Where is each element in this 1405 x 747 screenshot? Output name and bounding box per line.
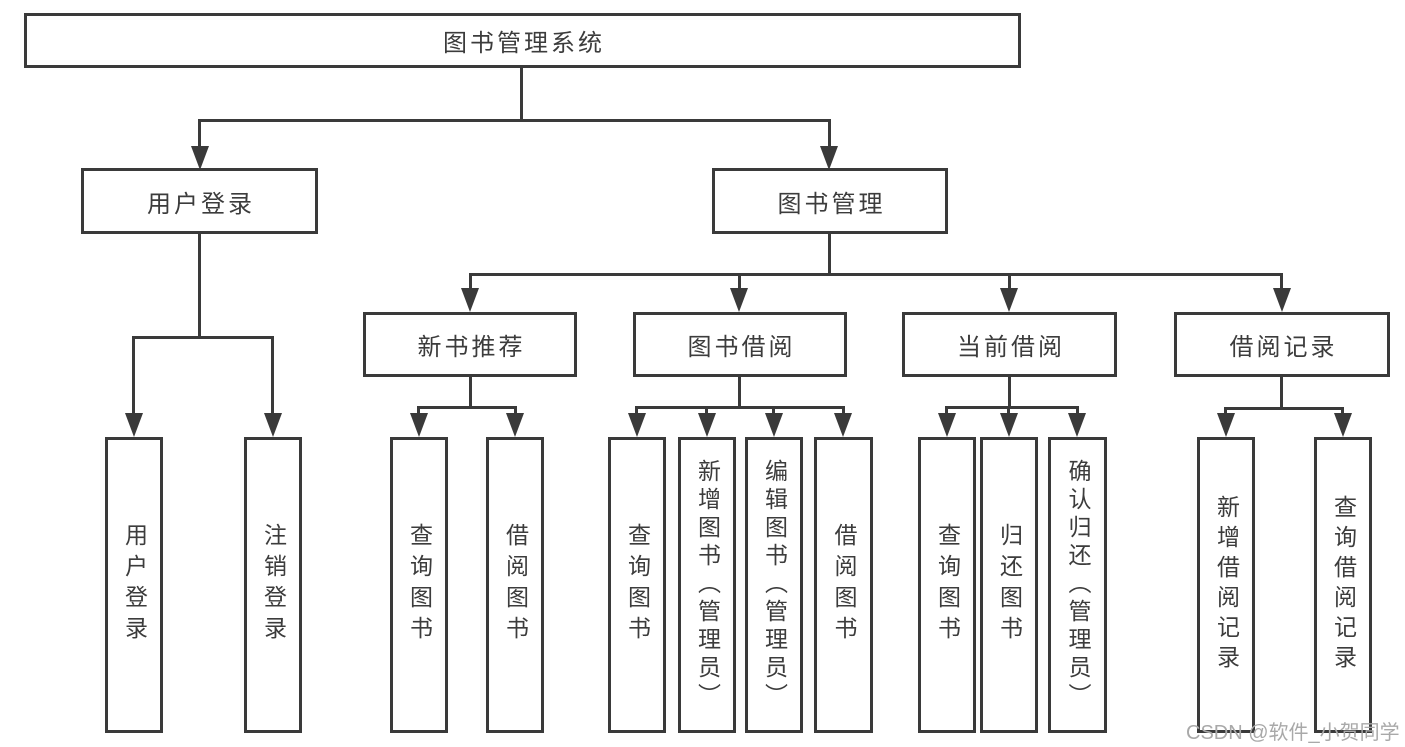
arrow-down-icon: [698, 413, 716, 437]
leaf-edit-books-admin: 编辑图书（管理员）: [745, 437, 803, 733]
leaf-label: 新增借阅记录: [1213, 495, 1240, 675]
connector-line: [132, 336, 135, 415]
arrow-down-icon: [1273, 288, 1291, 312]
arrow-down-icon: [125, 413, 143, 437]
node-borrowing-records: 借阅记录: [1174, 312, 1390, 377]
connector-line: [469, 273, 472, 290]
arrow-down-icon: [765, 413, 783, 437]
arrow-down-icon: [191, 146, 209, 170]
leaf-return-books: 归还图书: [980, 437, 1038, 733]
node-user-login: 用户登录: [81, 168, 318, 234]
connector-line: [1076, 406, 1079, 415]
leaf-borrow-books-recommend: 借阅图书: [486, 437, 544, 733]
leaf-confirm-return-admin: 确认归还（管理员）: [1048, 437, 1107, 733]
connector-line: [738, 273, 741, 290]
leaf-label: 归还图书: [996, 523, 1023, 647]
connector-line: [1007, 406, 1010, 415]
arrow-down-icon: [506, 413, 524, 437]
leaf-label: 查询借阅记录: [1330, 495, 1357, 675]
connector-line: [1224, 407, 1344, 410]
leaf-label: 注销登录: [260, 523, 287, 647]
node-current-borrowing: 当前借阅: [902, 312, 1117, 377]
node-root: 图书管理系统: [24, 13, 1021, 68]
arrow-down-icon: [461, 288, 479, 312]
arrow-down-icon: [1000, 413, 1018, 437]
arrow-down-icon: [730, 288, 748, 312]
connector-line: [635, 406, 638, 415]
connector-line: [198, 234, 201, 336]
leaf-label: 查询图书: [934, 523, 961, 647]
arrow-down-icon: [410, 413, 428, 437]
leaf-label: 新增图书（管理员）: [694, 459, 721, 711]
connector-line: [469, 273, 1283, 276]
leaf-label: 用户登录: [121, 523, 148, 647]
leaf-add-borrow-record: 新增借阅记录: [1197, 437, 1255, 733]
node-new-book-recommend: 新书推荐: [363, 312, 577, 377]
arrow-down-icon: [834, 413, 852, 437]
leaf-label: 编辑图书（管理员）: [761, 459, 788, 711]
leaf-label: 确认归还（管理员）: [1065, 459, 1091, 711]
connector-line: [828, 234, 831, 273]
arrow-down-icon: [1068, 413, 1086, 437]
leaf-label: 查询图书: [406, 523, 433, 647]
connector-line: [514, 406, 517, 415]
connector-line: [738, 377, 741, 406]
connector-line: [1280, 273, 1283, 290]
node-book-management: 图书管理: [712, 168, 948, 234]
connector-line: [635, 406, 845, 409]
connector-line: [705, 406, 708, 415]
connector-line: [1280, 377, 1283, 407]
arrow-down-icon: [1217, 413, 1235, 437]
leaf-query-borrow-record: 查询借阅记录: [1314, 437, 1372, 733]
leaf-label: 借阅图书: [831, 523, 857, 647]
leaf-label: 查询图书: [624, 523, 651, 647]
connector-line: [945, 406, 948, 415]
leaf-query-books-current: 查询图书: [918, 437, 976, 733]
arrow-down-icon: [1000, 288, 1018, 312]
leaf-add-books-admin: 新增图书（管理员）: [678, 437, 736, 733]
leaf-query-books-borrowing: 查询图书: [608, 437, 666, 733]
connector-line: [1008, 377, 1011, 406]
connector-line: [828, 119, 831, 149]
arrow-down-icon: [938, 413, 956, 437]
connector-line: [842, 406, 845, 415]
leaf-user-login: 用户登录: [105, 437, 163, 733]
connector-line: [520, 68, 523, 119]
connector-line: [1224, 407, 1227, 415]
connector-line: [271, 336, 274, 415]
connector-line: [772, 406, 775, 415]
leaf-logout: 注销登录: [244, 437, 302, 733]
watermark: CSDN @软件_小贺同学: [1186, 722, 1400, 744]
connector-line: [417, 406, 420, 415]
connector-line: [1341, 407, 1344, 415]
connector-line: [469, 377, 472, 406]
arrow-down-icon: [820, 146, 838, 170]
connector-line: [1008, 273, 1011, 290]
leaf-label: 借阅图书: [502, 523, 529, 647]
arrow-down-icon: [264, 413, 282, 437]
connector-line: [417, 406, 517, 409]
leaf-query-books-recommend: 查询图书: [390, 437, 448, 733]
arrow-down-icon: [628, 413, 646, 437]
arrow-down-icon: [1334, 413, 1352, 437]
connector-line: [945, 406, 1079, 409]
connector-line: [198, 119, 201, 149]
node-book-borrowing: 图书借阅: [633, 312, 847, 377]
leaf-borrow-books-borrowing: 借阅图书: [814, 437, 873, 733]
connector-line: [198, 119, 831, 122]
connector-line: [132, 336, 274, 339]
